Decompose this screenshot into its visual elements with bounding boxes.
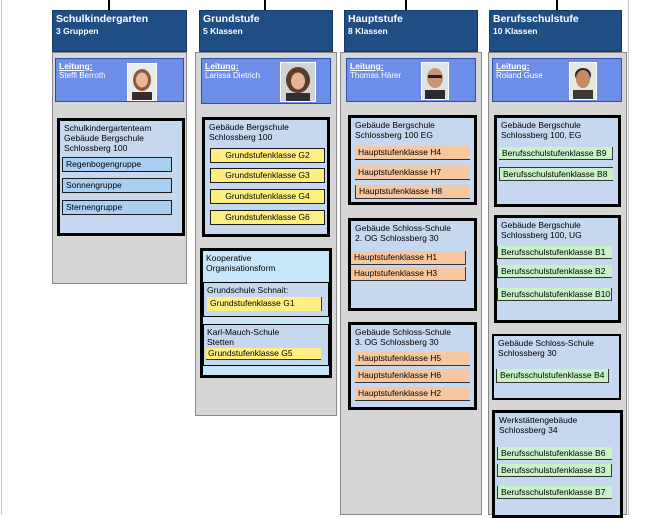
leader-name: Roland Guse: [496, 71, 543, 80]
koop-title: Kooperative Organisationsform: [206, 253, 276, 273]
class-item[interactable]: Hauptstufenklasse H5: [355, 352, 470, 366]
sub-title: Grundschule Schnait:: [207, 285, 289, 295]
class-item[interactable]: Hauptstufenklasse H2: [355, 387, 470, 401]
leader-box-grundstufe: Leitung: Larissa Dietrich: [201, 58, 331, 104]
class-item[interactable]: Berufsschulstufenklasse B8: [499, 167, 613, 181]
page-right-border: [628, 0, 629, 515]
column-title: Grundstufe: [203, 13, 260, 25]
class-item[interactable]: Berufsschulstufenklasse B3: [497, 464, 612, 477]
leader-box-schulkindergarten: Leitung: Steffi Berroth: [55, 58, 184, 102]
connector-line: [556, 0, 558, 10]
group-title: Gebäude Bergschule Schlossberg 100, EG: [501, 120, 582, 140]
class-item[interactable]: Sonnengruppe: [62, 178, 172, 193]
class-item[interactable]: Berufsschulstufenklasse B7: [497, 486, 612, 499]
class-item[interactable]: Hauptstufenklasse H3: [351, 267, 466, 281]
class-item[interactable]: Hauptstufenklasse H7: [355, 166, 470, 180]
group-title: Gebäude Schloss-Schule 2. OG Schlossberg…: [355, 223, 451, 243]
page-left-border: [1, 0, 2, 515]
class-item[interactable]: Berufsschulstufenklasse B6: [497, 447, 612, 460]
connector-line: [405, 0, 407, 10]
class-item[interactable]: Grundstufenklasse G6: [210, 210, 325, 225]
class-item[interactable]: Berufsschulstufenklasse B9: [499, 147, 613, 160]
connector-line: [108, 0, 110, 10]
column-title: Schulkindergarten: [56, 13, 149, 25]
class-item[interactable]: Grundstufenklasse G2: [210, 148, 325, 163]
group-box: Gebäude Bergschule Schlossberg 100, EG: [494, 115, 621, 207]
column-title: Hauptstufe: [348, 13, 403, 25]
class-item[interactable]: Hauptstufenklasse H6: [355, 369, 470, 383]
group-title: Gebäude Schloss-Schule 3. OG Schlossberg…: [355, 327, 451, 347]
column-header-schulkindergarten: Schulkindergarten 3 Gruppen: [52, 10, 187, 52]
class-item[interactable]: Hauptstufenklasse H8: [355, 185, 470, 199]
column-subtitle: 3 Gruppen: [56, 26, 99, 36]
class-item[interactable]: Grundstufenklasse G5: [206, 348, 321, 360]
class-item[interactable]: Sternengruppe: [62, 200, 172, 215]
group-title: Gebäude Bergschule Schlossberg 100, UG: [501, 220, 582, 240]
leader-title: Leitung:: [205, 61, 239, 71]
column-header-grundstufe: Grundstufe 5 Klassen: [199, 10, 333, 52]
leader-title: Leitung:: [59, 61, 93, 71]
class-item[interactable]: Regenbogengruppe: [62, 157, 172, 172]
class-item[interactable]: Berufsschulstufenklasse B10: [497, 288, 612, 301]
column-subtitle: 5 Klassen: [203, 26, 243, 36]
avatar-photo: [280, 62, 316, 102]
column-title: Berufsschulstufe: [493, 13, 579, 25]
leader-box-berufsschulstufe: Leitung: Roland Guse: [492, 58, 622, 102]
class-item[interactable]: Berufsschulstufenklasse B1: [497, 246, 612, 259]
leader-title: Leitung:: [350, 61, 384, 71]
group-title: Gebäude Bergschule Schlossberg 100: [209, 122, 289, 142]
class-item[interactable]: Grundstufenklasse G4: [210, 189, 325, 204]
group-title: Schulkindergartenteam Gebäude Bergschule…: [64, 123, 152, 153]
class-item[interactable]: Hauptstufenklasse H1: [351, 251, 466, 265]
leader-name: Steffi Berroth: [59, 71, 106, 80]
column-header-berufsschulstufe: Berufsschulstufe 10 Klassen: [489, 10, 622, 52]
leader-name: Larissa Dietrich: [205, 71, 261, 80]
class-item[interactable]: Grundstufenklasse G3: [210, 168, 325, 183]
group-box: Gebäude Schloss-Schule Schlossberg 30: [492, 334, 621, 400]
avatar-photo: [127, 63, 157, 101]
connector-line: [264, 0, 266, 10]
class-item[interactable]: Berufsschulstufenklasse B4: [496, 369, 609, 383]
leader-box-hauptstufe: Leitung: Thomas Härer: [346, 58, 476, 102]
group-title: Gebäude Schloss-Schule Schlossberg 30: [498, 338, 594, 358]
leader-title: Leitung:: [496, 61, 530, 71]
group-title: Werkstättengebäude Schlossberg 34: [499, 415, 578, 435]
class-item[interactable]: Berufsschulstufenklasse B2: [497, 265, 612, 278]
class-item[interactable]: Grundstufenklasse G1: [207, 297, 322, 311]
sub-title: Karl-Mauch-Schule Stetten: [207, 327, 280, 347]
avatar-photo: [421, 62, 449, 100]
group-box: Schulkindergartenteam Gebäude Bergschule…: [57, 118, 185, 236]
leader-name: Thomas Härer: [350, 71, 402, 80]
column-subtitle: 10 Klassen: [493, 26, 538, 36]
group-title: Gebäude Bergschule Schlossberg 100 EG: [355, 120, 435, 140]
column-subtitle: 8 Klassen: [348, 26, 388, 36]
column-header-hauptstufe: Hauptstufe 8 Klassen: [344, 10, 478, 52]
avatar-photo: [569, 62, 597, 100]
class-item[interactable]: Hauptstufenklasse H4: [355, 146, 470, 160]
